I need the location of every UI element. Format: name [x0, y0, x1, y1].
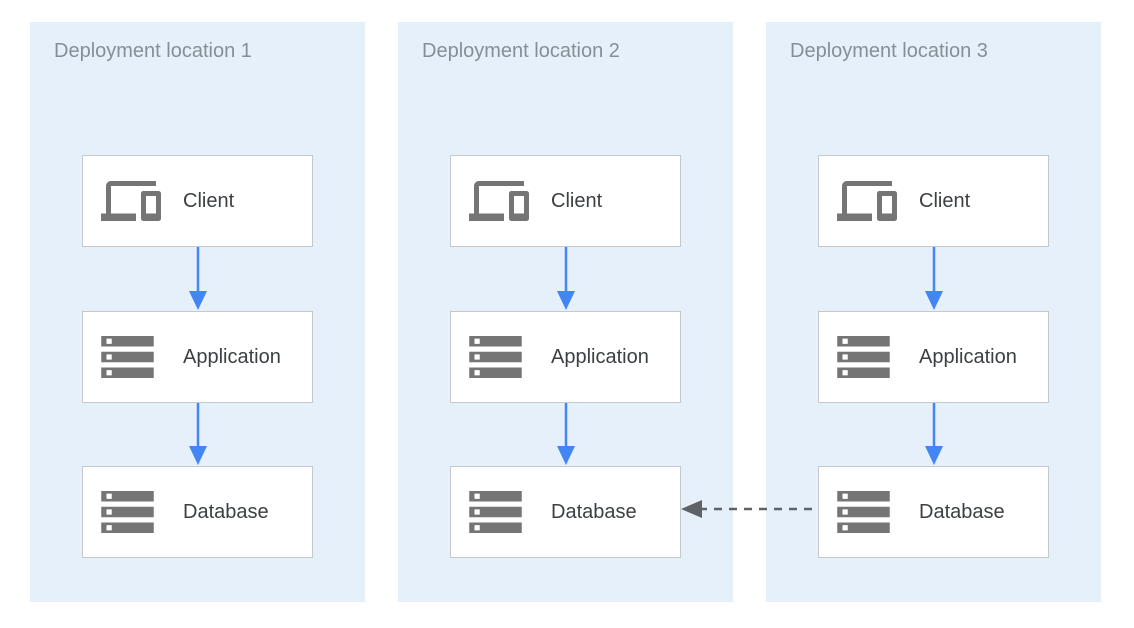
- devices-icon: [837, 181, 901, 221]
- devices-icon: [469, 181, 533, 221]
- deployment-location-3-panel: Deployment location 3 Client Application…: [766, 22, 1101, 602]
- node-label: Client: [183, 189, 235, 212]
- node-label: Database: [919, 500, 1005, 523]
- server-stack-icon: [101, 336, 165, 378]
- arrow-client-to-application: [187, 247, 209, 311]
- application-node: Application: [818, 311, 1049, 403]
- node-label: Client: [919, 189, 971, 212]
- client-node: Client: [82, 155, 313, 247]
- arrow-application-to-database: [555, 403, 577, 466]
- node-label: Application: [183, 345, 281, 368]
- deployment-location-2-panel: Deployment location 2 Client Application…: [398, 22, 733, 602]
- client-node: Client: [818, 155, 1049, 247]
- application-node: Application: [450, 311, 681, 403]
- devices-icon: [101, 181, 165, 221]
- arrow-application-to-database: [187, 403, 209, 466]
- server-stack-icon: [837, 336, 901, 378]
- arrow-application-to-database: [923, 403, 945, 466]
- node-label: Application: [551, 345, 649, 368]
- database-node: Database: [450, 466, 681, 558]
- server-stack-icon: [101, 491, 165, 533]
- dashed-arrow-db3-to-db2: [681, 498, 818, 520]
- node-label: Application: [919, 345, 1017, 368]
- arrow-client-to-application: [923, 247, 945, 311]
- panel-title: Deployment location 1: [54, 40, 252, 62]
- database-node: Database: [82, 466, 313, 558]
- node-label: Database: [551, 500, 637, 523]
- panel-title: Deployment location 2: [422, 40, 620, 62]
- server-stack-icon: [469, 491, 533, 533]
- application-node: Application: [82, 311, 313, 403]
- server-stack-icon: [837, 491, 901, 533]
- deployment-location-1-panel: Deployment location 1 Client Application…: [30, 22, 365, 602]
- arrow-client-to-application: [555, 247, 577, 311]
- node-label: Client: [551, 189, 603, 212]
- client-node: Client: [450, 155, 681, 247]
- database-node: Database: [818, 466, 1049, 558]
- node-label: Database: [183, 500, 269, 523]
- panel-title: Deployment location 3: [790, 40, 988, 62]
- server-stack-icon: [469, 336, 533, 378]
